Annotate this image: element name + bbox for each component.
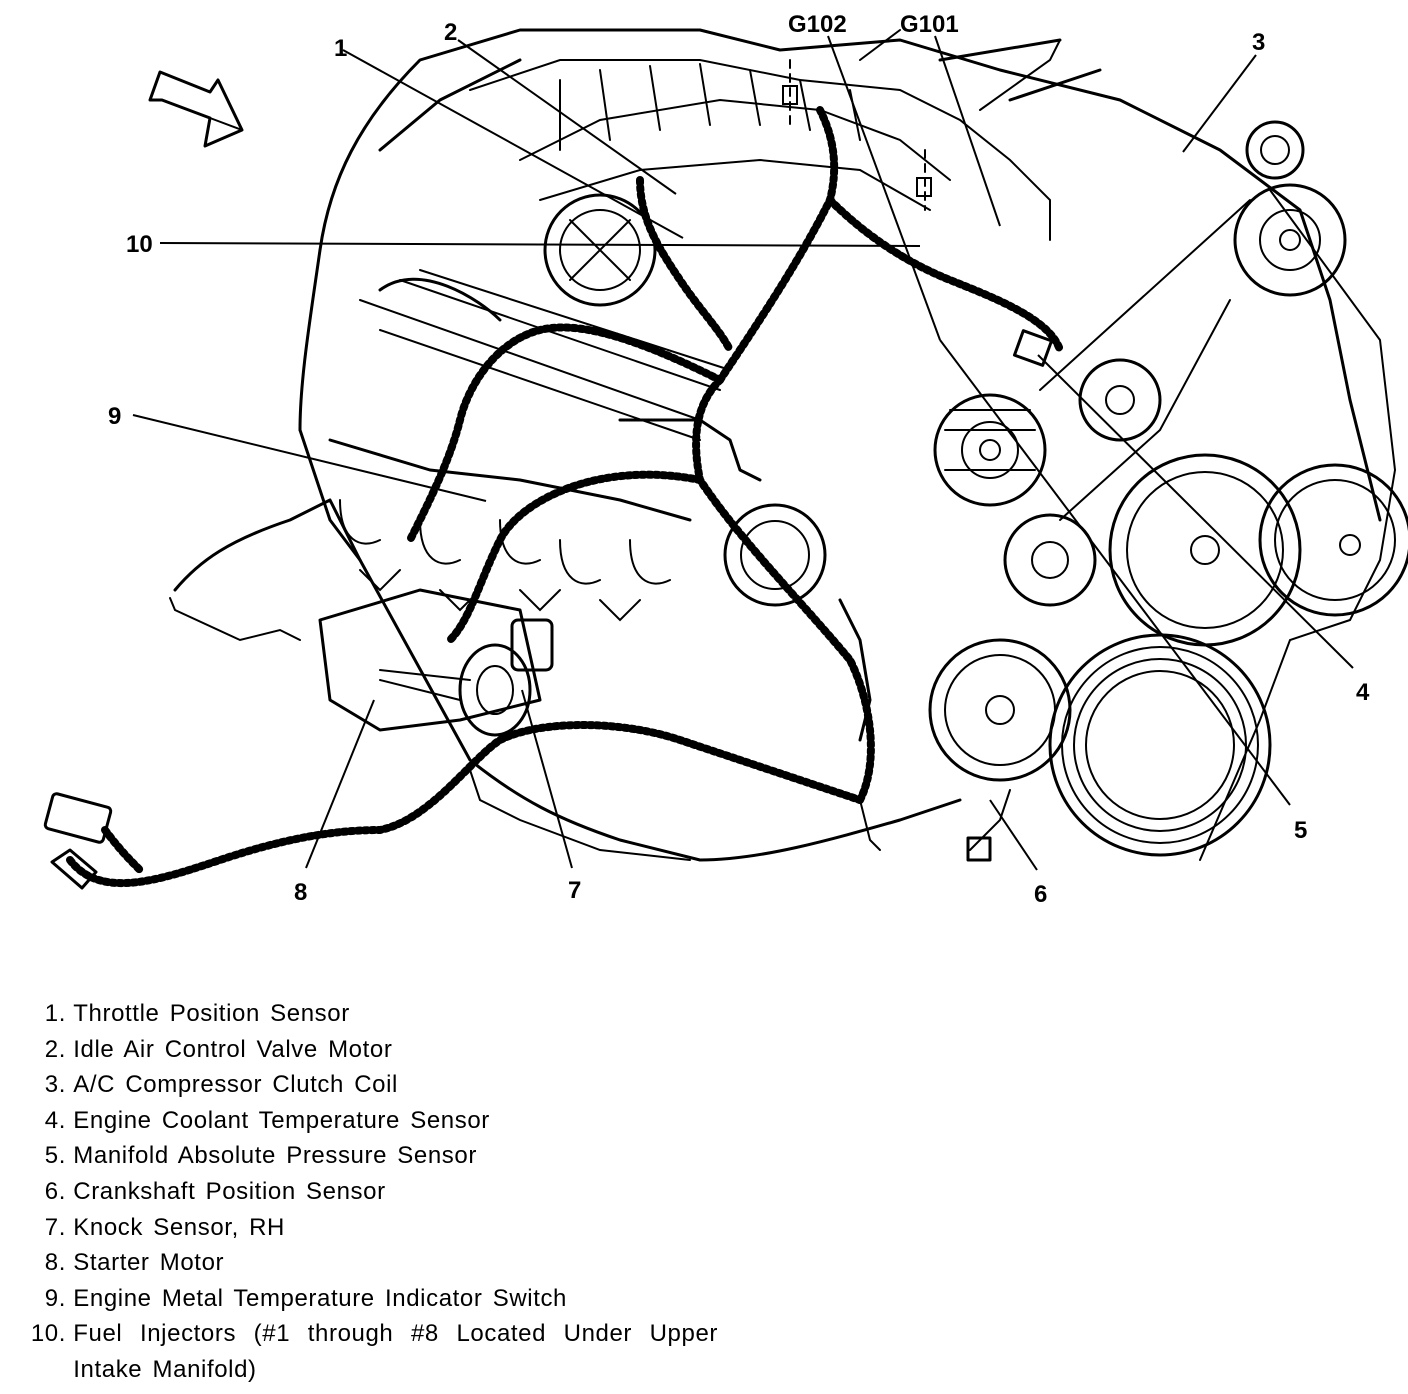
legend-item: 5. Manifold Absolute Pressure Sensor	[44, 1142, 477, 1170]
leader-5	[939, 339, 1291, 806]
component-legend: 1. Throttle Position Sensor 2. Idle Air …	[18, 996, 778, 1388]
ground-label-g102: G102	[788, 11, 847, 38]
engine-drawing: 1 2 3 4 5 6 7 8 9 10 G102 G101	[43, 11, 1408, 908]
leader-2	[457, 39, 677, 195]
legend-item: 2. Idle Air Control Valve Motor	[44, 1035, 393, 1063]
legend-item: 7. Knock Sensor, RH	[44, 1213, 285, 1241]
callout-6: 6	[1034, 881, 1047, 908]
callout-4: 4	[1356, 679, 1370, 706]
leader-10	[159, 242, 921, 247]
leader-4	[1037, 354, 1354, 669]
leader-6	[989, 799, 1038, 871]
leader-g101	[934, 35, 1001, 227]
legend-item: 1. Throttle Position Sensor	[44, 1000, 350, 1027]
callout-9: 9	[108, 403, 121, 430]
legend-item: 8. Starter Motor	[44, 1249, 225, 1277]
ground-label-g101: G101	[900, 11, 959, 38]
callout-3: 3	[1252, 29, 1265, 56]
legend-item: 10. Fuel Injectors (#1 through #8 Locate…	[30, 1320, 718, 1383]
callout-8: 8	[294, 879, 307, 906]
leader-1	[342, 49, 684, 239]
legend-item: 3. A/C Compressor Clutch Coil	[44, 1071, 398, 1099]
callout-7: 7	[568, 877, 581, 904]
engine-component-diagram: 1 2 3 4 5 6 7 8 9 10 G102 G101	[43, 11, 1408, 908]
engine-body	[43, 28, 1408, 890]
front-direction-arrow	[148, 70, 244, 148]
ground-studs	[782, 59, 932, 211]
legend-item: 9. Engine Metal Temperature Indicator Sw…	[44, 1284, 568, 1312]
legend-item: 6. Crankshaft Position Sensor	[44, 1177, 386, 1205]
callout-10: 10	[126, 231, 153, 258]
leader-g102	[827, 35, 941, 341]
leader-lines	[132, 35, 1354, 871]
leader-9	[132, 414, 487, 502]
legend-item: 4. Engine Coolant Temperature Sensor	[44, 1106, 490, 1134]
wiring-harness	[66, 106, 1064, 888]
callout-2: 2	[444, 19, 457, 46]
callout-5: 5	[1294, 817, 1307, 844]
leader-8	[305, 699, 375, 869]
callout-1: 1	[334, 35, 347, 62]
leader-7	[521, 689, 573, 869]
leader-3	[1182, 54, 1257, 153]
